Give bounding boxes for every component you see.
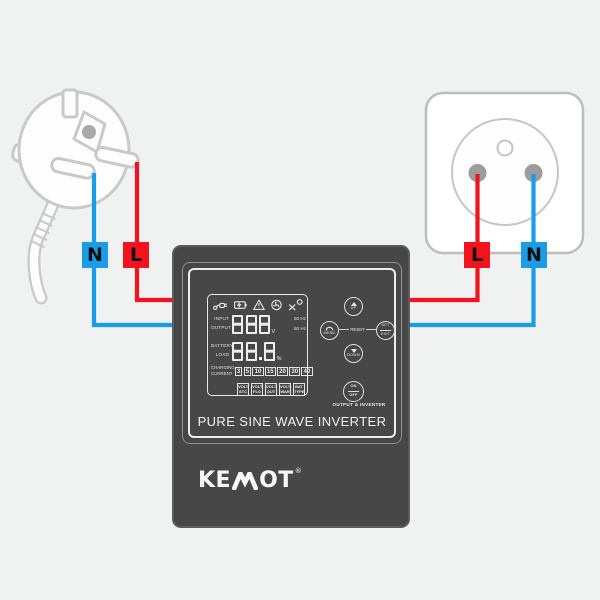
plug-pin-neutral: [50, 156, 96, 180]
voltage-unit: V: [271, 328, 276, 335]
charging-current-option: 20: [276, 366, 289, 376]
power-plug-illustration: [11, 88, 140, 305]
arrow-up-icon: [350, 302, 357, 307]
charging-current-option: 10: [252, 366, 264, 376]
voltage-display: [232, 314, 270, 334]
load-label: LOAD: [215, 352, 229, 357]
output-inverter-label: OUTPUT & INVENTER: [332, 402, 386, 407]
label-neutral-left: N: [82, 242, 108, 268]
charging-current-label: CHARGING CURRENT: [211, 365, 235, 376]
output-label: OUTPUT: [211, 325, 232, 330]
wire-neutral-left: [91, 173, 176, 328]
plug-pin-live: [94, 145, 140, 169]
charging-current-option: 3: [234, 366, 243, 376]
button-divider: [380, 330, 391, 331]
ac-input-icon: [213, 302, 228, 310]
registered-mark: ®: [294, 467, 302, 475]
charging-current-option: 15: [264, 366, 276, 376]
plug-top-slot: [61, 88, 79, 119]
wire-live-left: [134, 162, 176, 303]
kemot-m-icon: [232, 472, 259, 491]
charging-current-option: 40: [301, 366, 313, 376]
label-neutral-right: N: [521, 242, 547, 268]
fan-icon: [271, 299, 282, 311]
set-exit-button[interactable]: SET EXIT: [376, 321, 395, 340]
up-button[interactable]: UP: [344, 297, 363, 316]
wire-live-right: [407, 174, 480, 303]
label-live-left: L: [123, 242, 149, 268]
down-button[interactable]: DOWN: [344, 344, 363, 363]
socket-hole-neutral: [524, 164, 543, 182]
lcd-display: INPUT OUTPUT V 50 Hz 60 Hz BATTERY LOAD …: [207, 294, 313, 397]
voltage-row: INPUT OUTPUT V 50 Hz 60 Hz: [211, 313, 306, 335]
brand-suffix: OT: [259, 468, 294, 493]
freq-50hz-label: 50 Hz: [293, 315, 306, 321]
battery-display: [232, 341, 276, 361]
lcd-status-icons: [213, 299, 303, 311]
fault-icon: [253, 299, 265, 310]
plug-screw: [82, 125, 96, 139]
on-off-button[interactable]: ON OFF: [343, 381, 364, 402]
battery-row: BATTERY LOAD %: [211, 340, 306, 362]
freq-60hz-label: 60 Hz: [293, 325, 306, 331]
arrow-down-icon: [350, 349, 357, 354]
plug-cable: [27, 195, 61, 305]
charging-current-option: 30: [289, 366, 301, 376]
socket-earth-pin: [496, 139, 514, 157]
brand-logo: KE OT ®: [198, 468, 302, 493]
panel-frame-inner: [188, 268, 396, 438]
panel-frame-outer: [182, 262, 402, 444]
charging-current-row: CHARGING CURRENT 3 5 10 15 20 30 40: [211, 365, 313, 377]
battery-unit: %: [276, 355, 282, 362]
battery-icon: [234, 301, 247, 309]
buzzer-mute-icon: [288, 299, 303, 311]
battery-label: BATTERY: [211, 343, 234, 349]
button-divider: [348, 391, 359, 392]
reset-label: RESET: [339, 327, 377, 332]
brand-prefix: KE: [198, 468, 232, 493]
label-live-right: L: [464, 242, 490, 268]
panel-title: PURE SINE WAVE INVERTER: [197, 414, 387, 429]
socket-hole-live: [468, 164, 487, 182]
menu-loop-icon: [325, 326, 334, 331]
charging-current-option: 5: [243, 366, 252, 376]
input-label: INPUT: [214, 316, 229, 322]
menu-button[interactable]: MENU: [320, 321, 339, 340]
wall-socket-illustration: [424, 91, 585, 255]
wire-neutral-right: [407, 174, 536, 328]
inverter-panel: INPUT OUTPUT V 50 Hz 60 Hz BATTERY LOAD …: [172, 245, 410, 528]
